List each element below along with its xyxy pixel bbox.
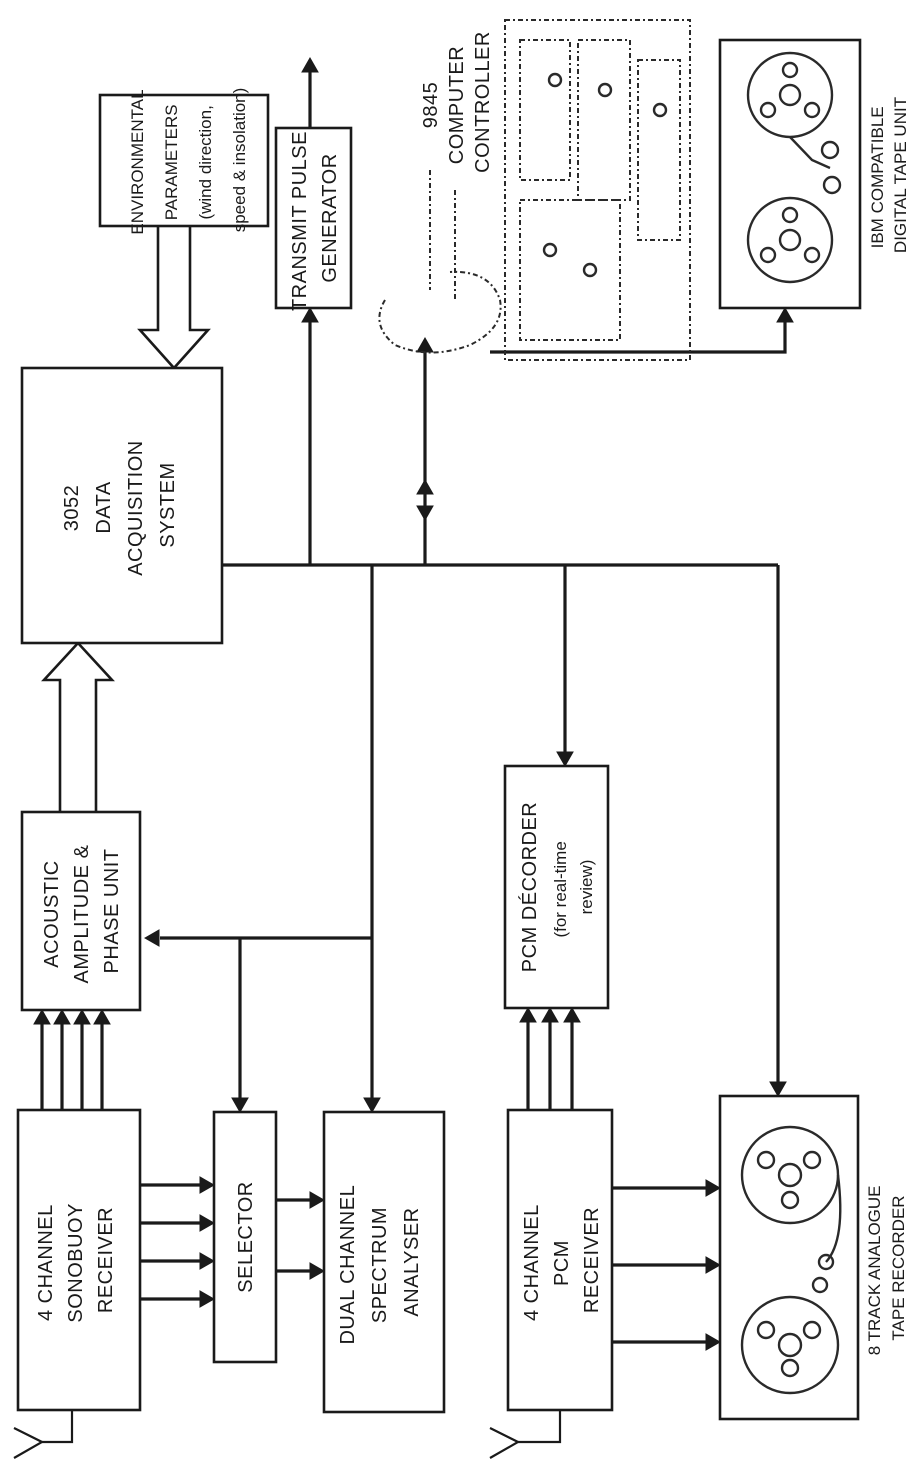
pcm-receiver-label-3: RECEIVER	[581, 1207, 603, 1313]
pcm-decoder-label-1: PCM DÉCORDER	[518, 802, 541, 972]
sonobuoy-to-acoustic-wires	[34, 1010, 110, 1110]
selector-block: SELECTOR	[214, 1112, 276, 1362]
svg-text:4 CHANNEL SONOBUOY: 4 CHANNEL SONOBUOY RECEIVER	[35, 1197, 117, 1322]
acoustic-label-2: AMPLITUDE &	[71, 844, 93, 983]
acquisition-label-4: SYSTEM	[157, 462, 179, 547]
acoustic-unit-block: ACOUSTIC AMPLITUDE & PHASE UNIT	[22, 812, 140, 1010]
main-bus-wire	[207, 557, 778, 573]
transmit-label-2: GENERATOR	[319, 153, 341, 282]
pcm-decoder-block: PCM DÉCORDER (for real-time review)	[505, 766, 608, 1008]
svg-text:SELECTOR: SELECTOR	[235, 1181, 257, 1292]
sonobuoy-receiver-label-1: 4 CHANNEL	[35, 1205, 57, 1321]
digital-tape-unit-block	[720, 40, 860, 308]
pcm-receiver-block: 4 CHANNEL PCM RECEIVER	[508, 1110, 612, 1410]
analyser-label-3: ANALYSER	[401, 1207, 423, 1316]
pcm-receiver-to-recorder-wires	[612, 1180, 720, 1350]
pcm-decoder-label-3: review)	[577, 860, 596, 915]
pcm-receiver-label-1: 4 CHANNEL	[521, 1205, 543, 1321]
environmental-label-3: (wind direction,	[196, 105, 215, 219]
antenna-top-icon	[14, 1410, 72, 1458]
environmental-to-acquisition-bus	[140, 226, 208, 368]
analyser-label-2: SPECTRUM	[369, 1207, 391, 1323]
transmit-output-wire	[302, 58, 318, 128]
digital-tape-label-1: IBM COMPATIBLE	[868, 106, 887, 248]
desktop-computer-icon	[379, 20, 690, 360]
selector-to-analyser-wires	[275, 1192, 324, 1279]
svg-text:9845 COMPUTER CONTROLL: 9845 COMPUTER CONTROLLER	[420, 31, 494, 173]
control-tree-wires	[145, 565, 380, 1112]
bus-to-recorder-wire	[770, 565, 786, 1096]
sonobuoy-receiver-block: 4 CHANNEL SONOBUOY RECEIVER	[18, 1110, 140, 1410]
analyser-label-1: DUAL CHANNEL	[337, 1185, 359, 1344]
transmit-label-1: TRANSMIT PULSE	[289, 131, 311, 311]
computer-label-3: CONTROLLER	[472, 31, 494, 173]
selector-label: SELECTOR	[235, 1181, 257, 1292]
svg-text:PCM DÉCORDER: PCM DÉCORDER	[518, 802, 541, 972]
environmental-label-2: PARAMETERS	[162, 104, 181, 220]
analogue-recorder-label-1: 8 TRACK ANALOGUE	[865, 1185, 884, 1355]
digital-tape-label-2: DIGITAL TAPE UNIT	[891, 97, 910, 253]
svg-text:ACOUSTIC AMPLITUDE &: ACOUSTIC AMPLITUDE & PHASE UNIT	[41, 839, 123, 984]
antenna-bottom-icon	[490, 1410, 560, 1458]
environmental-label-4: speed & insolation)	[230, 88, 249, 233]
acquisition-label-3: ACQUISITION	[125, 440, 147, 576]
bus-to-decoder-wire	[557, 565, 573, 766]
sonobuoy-receiver-label-2: SONOBUOY	[65, 1203, 87, 1322]
acquisition-label-2: DATA	[93, 481, 115, 534]
acquisition-label-1: 3052	[61, 485, 83, 532]
computer-label-1: 9845	[420, 82, 442, 129]
svg-text:8 TRACK ANALOGUE TAPE RECO: 8 TRACK ANALOGUE TAPE RECORDER	[865, 1181, 908, 1355]
pcm-receiver-label-2: PCM	[551, 1240, 573, 1286]
pcm-decoder-label-2: (for real-time	[551, 841, 570, 937]
data-acquisition-block: 3052 DATA ACQUISITION SYSTEM	[22, 368, 222, 643]
computer-to-tape-wire	[490, 308, 793, 352]
analogue-recorder-label-2: TAPE RECORDER	[889, 1195, 908, 1340]
analogue-recorder-block	[720, 1096, 858, 1419]
transmit-pulse-block: TRANSMIT PULSE GENERATOR	[276, 125, 351, 311]
bus-to-computer-wire	[417, 338, 433, 565]
acoustic-to-acquisition-bus	[44, 643, 112, 812]
pcm-receiver-to-decoder-wires	[520, 1008, 580, 1110]
environmental-label-1: ENVIRONMENTAL	[128, 90, 147, 235]
acoustic-label-3: PHASE UNIT	[101, 848, 123, 973]
environmental-parameters-block: ENVIRONMENTAL PARAMETERS (wind direction…	[100, 85, 268, 234]
sonobuoy-to-selector-wires	[140, 1177, 214, 1307]
acoustic-label-1: ACOUSTIC	[41, 860, 63, 967]
sonobuoy-receiver-label-3: RECEIVER	[95, 1207, 117, 1313]
spectrum-analyser-block: DUAL CHANNEL SPECTRUM ANALYSER	[324, 1112, 444, 1412]
computer-label-2: COMPUTER	[446, 46, 468, 164]
svg-text:IBM COMPATIBLE DIGITAL TAP: IBM COMPATIBLE DIGITAL TAPE UNIT	[868, 97, 910, 253]
bus-to-transmit-wire	[302, 308, 318, 565]
